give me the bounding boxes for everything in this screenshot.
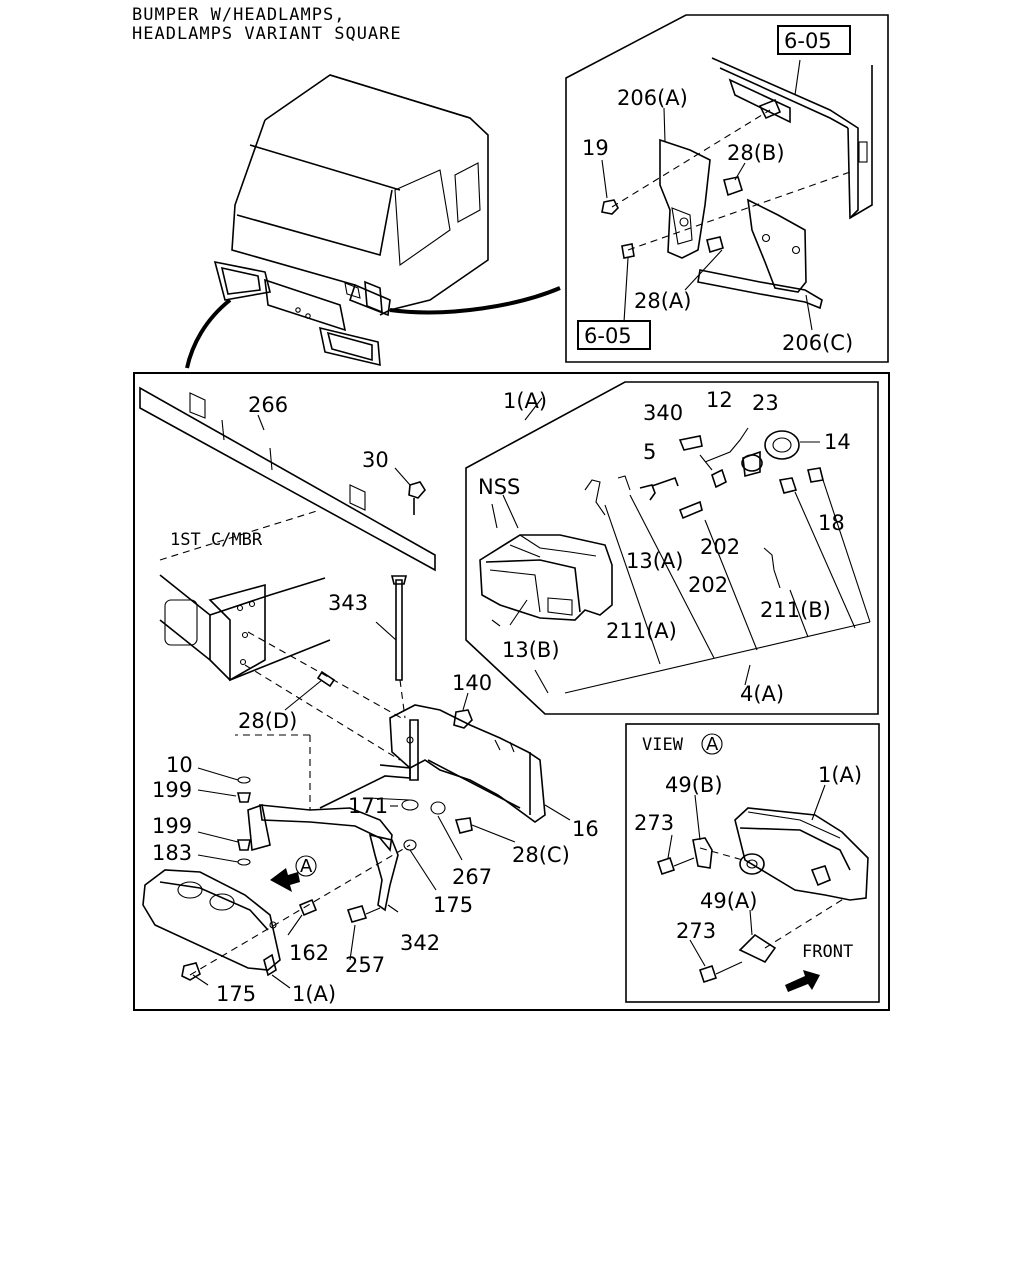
- label-23: 23: [752, 391, 779, 415]
- label-49b: 49(B): [665, 773, 723, 797]
- label-206c: 206(C): [782, 331, 853, 355]
- diagram-title-line1: BUMPER W/HEADLAMPS,: [132, 5, 346, 25]
- main-assembly-illustration: [139, 386, 571, 989]
- label-10: 10: [166, 753, 193, 777]
- view-a-marker: A: [300, 856, 313, 877]
- label-273b: 273: [676, 919, 716, 943]
- diagram-title-line2: HEADLAMPS VARIANT SQUARE: [132, 24, 402, 44]
- label-28a-top: 28(A): [634, 289, 691, 313]
- ref-6-05-bottom: 6-05: [584, 324, 632, 348]
- label-162: 162: [289, 941, 329, 965]
- label-140: 140: [452, 671, 492, 695]
- ref-box-top: [777, 25, 851, 55]
- label-175a: 175: [433, 893, 473, 917]
- label-1a-bottom: 1(A): [292, 982, 336, 1006]
- label-267: 267: [452, 865, 492, 889]
- label-202b: 202: [688, 573, 728, 597]
- label-13b: 13(B): [502, 638, 560, 662]
- label-340: 340: [643, 401, 683, 425]
- label-211b: 211(B): [760, 598, 831, 622]
- view-a-title-circle: [701, 733, 723, 755]
- label-206a: 206(A): [617, 86, 688, 110]
- label-211a: 211(A): [606, 619, 677, 643]
- label-12: 12: [706, 388, 733, 412]
- label-342: 342: [400, 931, 440, 955]
- view-a-inset: [625, 723, 880, 1003]
- label-1a-lamp: 1(A): [503, 389, 547, 413]
- bracket-inset-panel: [565, 14, 889, 363]
- main-panel-frame: [133, 372, 890, 1011]
- label-5: 5: [643, 440, 656, 464]
- label-202a: 202: [700, 535, 740, 559]
- label-257: 257: [345, 953, 385, 977]
- ref-6-05-top: 6-05: [784, 29, 832, 53]
- label-49a: 49(A): [700, 889, 757, 913]
- label-28c: 28(C): [512, 843, 570, 867]
- label-175b: 175: [216, 982, 256, 1006]
- label-343: 343: [328, 591, 368, 615]
- label-28b: 28(B): [727, 141, 785, 165]
- label-1a-view: 1(A): [818, 763, 862, 787]
- label-nss: NSS: [478, 475, 520, 499]
- label-4a: 4(A): [740, 682, 784, 706]
- label-30: 30: [362, 448, 389, 472]
- label-183: 183: [152, 841, 192, 865]
- label-28d: 28(D): [238, 709, 297, 733]
- label-19: 19: [582, 136, 609, 160]
- lamp-detail-inset: [465, 381, 879, 715]
- label-171: 171: [348, 794, 388, 818]
- label-14: 14: [824, 430, 851, 454]
- truck-cab-illustration: [185, 74, 561, 369]
- ref-box-bottom: [577, 320, 651, 350]
- view-a-title: VIEW: [642, 735, 684, 755]
- label-front: FRONT: [802, 942, 853, 962]
- label-273a: 273: [634, 811, 674, 835]
- label-266: 266: [248, 393, 288, 417]
- label-18: 18: [818, 511, 845, 535]
- label-199a: 199: [152, 778, 192, 802]
- view-a-title-marker: A: [706, 734, 719, 755]
- label-199b: 199: [152, 814, 192, 838]
- label-16: 16: [572, 817, 599, 841]
- label-13a: 13(A): [626, 549, 683, 573]
- label-1st-cmbr: 1ST C/MBR: [170, 530, 263, 550]
